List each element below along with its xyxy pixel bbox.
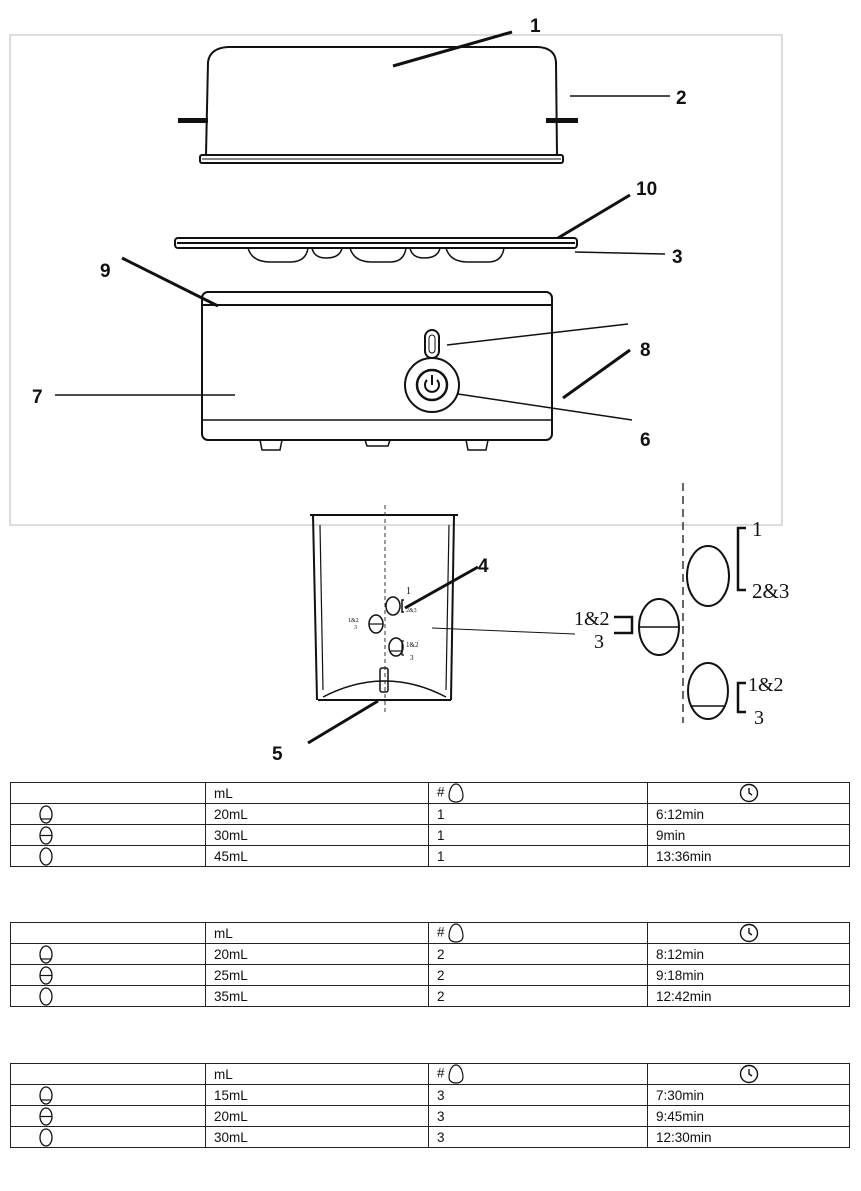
cooking-table-1-egg: mL # 20mL 1 6:12min 30mL 1 9min 45mL 1 1… [10, 782, 850, 867]
egg-count: 3 [428, 1105, 648, 1127]
ml-header: mL [205, 782, 429, 804]
cooking-table-3-eggs: mL # 15mL 3 7:30min 20mL 3 9:45min 30mL … [10, 1063, 850, 1148]
ml-value: 20mL [205, 943, 429, 965]
table-row: 20mL 3 9:45min [10, 1105, 850, 1127]
clock-icon [739, 783, 758, 803]
callout-3: 3 [672, 247, 683, 268]
cook-time: 13:36min [647, 845, 850, 867]
cook-time: 7:30min [647, 1084, 850, 1106]
clock-icon [739, 923, 758, 943]
egg-count: 1 [428, 803, 648, 825]
cook-time: 12:30min [647, 1126, 850, 1148]
table-header-row: mL # [10, 922, 850, 944]
callout-5: 5 [272, 744, 283, 760]
ml-value: 15mL [205, 1084, 429, 1106]
guide-bottom-label-top: 1&2 [748, 674, 784, 696]
egg-count-symbol: # [437, 784, 445, 800]
cup-mark-top-small: 2&3 [406, 608, 417, 614]
no-line-icon [39, 1127, 53, 1147]
table-row: 15mL 3 7:30min [10, 1084, 850, 1106]
cook-time: 6:12min [647, 803, 850, 825]
callout-8: 8 [640, 340, 651, 361]
egg-count-symbol: # [437, 924, 445, 940]
egg-count: 3 [428, 1126, 648, 1148]
low-line-icon [39, 944, 53, 964]
egg-icon [448, 1064, 464, 1084]
measuring-cup: 1 2&3 1&2 3 1&2 3 [310, 505, 458, 715]
egg-icon [448, 783, 464, 803]
mid-line-icon [39, 1106, 53, 1126]
callout-7: 7 [32, 387, 43, 408]
base [201, 291, 553, 451]
egg-level-guide: 1 2&3 1&2 3 1&2 3 [574, 483, 789, 729]
cook-time: 9min [647, 824, 850, 846]
cup-mark-mid: 1&2 [348, 618, 359, 624]
egg-count: 1 [428, 845, 648, 867]
egg-tray [174, 237, 578, 263]
ml-value: 25mL [205, 964, 429, 986]
egg-count-symbol: # [437, 1065, 445, 1081]
egg-count: 2 [428, 985, 648, 1007]
callout-2: 2 [676, 88, 687, 109]
table-row: 20mL 1 6:12min [10, 803, 850, 825]
table-row: 45mL 1 13:36min [10, 845, 850, 867]
callout-9: 9 [100, 261, 111, 282]
cook-time: 9:45min [647, 1105, 850, 1127]
callout-4: 4 [478, 556, 489, 577]
cook-time: 12:42min [647, 985, 850, 1007]
low-line-icon [39, 1085, 53, 1105]
ml-value: 20mL [205, 1105, 429, 1127]
callout-1: 1 [530, 16, 541, 37]
ml-header: mL [205, 1063, 429, 1085]
egg-count: 1 [428, 824, 648, 846]
guide-side-label-top: 1&2 [574, 608, 610, 630]
cooking-table-2-eggs: mL # 20mL 2 8:12min 25mL 2 9:18min 35mL … [10, 922, 850, 1007]
lid [178, 46, 578, 164]
no-line-icon [39, 986, 53, 1006]
egg-icon [448, 923, 464, 943]
no-line-egg-icon [686, 545, 730, 607]
egg-cooker-diagram: 1 2 3 4 5 6 7 8 9 10 1 2&3 1&2 3 1&2 3 [9, 16, 789, 760]
cup-mark-mid-small: 3 [354, 625, 357, 631]
guide-top-label: 1 [752, 517, 763, 541]
no-line-icon [39, 846, 53, 866]
callout-10: 10 [636, 179, 657, 200]
table-header-row: mL # [10, 1063, 850, 1085]
power-icon [424, 375, 440, 393]
ml-value: 45mL [205, 845, 429, 867]
callout-6: 6 [640, 430, 651, 451]
guide-bottom-label-bottom: 3 [754, 707, 764, 729]
cook-time: 8:12min [647, 943, 850, 965]
table-row: 30mL 1 9min [10, 824, 850, 846]
clock-icon [739, 1064, 758, 1084]
cook-time: 9:18min [647, 964, 850, 986]
egg-count: 3 [428, 1084, 648, 1106]
mid-line-icon [39, 965, 53, 985]
mid-line-icon [39, 825, 53, 845]
guide-side-label-bottom: 3 [594, 631, 604, 653]
ml-header: mL [205, 922, 429, 944]
leader-lines [55, 30, 670, 745]
table-header-row: mL # [10, 782, 850, 804]
ml-value: 30mL [205, 824, 429, 846]
ml-value: 30mL [205, 1126, 429, 1148]
ml-value: 35mL [205, 985, 429, 1007]
cup-mark-bottom: 1&2 [406, 641, 419, 649]
table-row: 25mL 2 9:18min [10, 964, 850, 986]
table-row: 20mL 2 8:12min [10, 943, 850, 965]
egg-count: 2 [428, 964, 648, 986]
diagram-frame [9, 34, 783, 526]
callout-numbers: 1 2 3 4 5 6 7 8 9 10 [32, 16, 687, 760]
egg-count: 2 [428, 943, 648, 965]
guide-top-bracket-label: 2&3 [752, 579, 789, 603]
table-row: 30mL 3 12:30min [10, 1126, 850, 1148]
low-line-egg-icon [687, 662, 729, 720]
table-row: 35mL 2 12:42min [10, 985, 850, 1007]
ml-value: 20mL [205, 803, 429, 825]
cup-mark-top: 1 [406, 586, 411, 597]
low-line-icon [39, 804, 53, 824]
cup-mark-bottom-small: 3 [410, 654, 414, 662]
